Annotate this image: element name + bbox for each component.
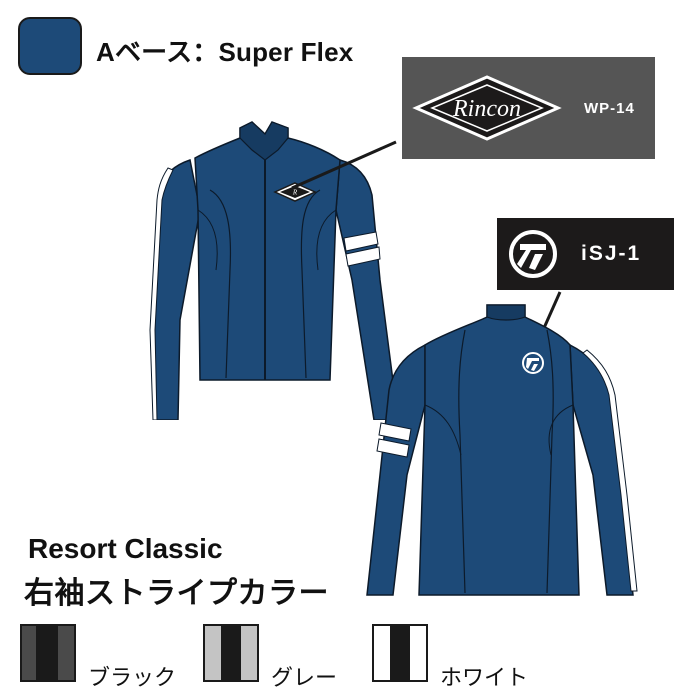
- rincon-logo-label: Rincon WP-14: [402, 57, 655, 159]
- rincon-logo-text: Rincon: [452, 96, 521, 122]
- rincon-pointer-line: [291, 140, 397, 190]
- rincon-logo-icon: Rincon: [412, 75, 562, 141]
- back-jacket-illustration: [366, 304, 638, 596]
- stripe-option-label: ホワイト: [440, 665, 529, 690]
- stripe-swatch-white: [372, 624, 428, 682]
- stripe-option-label: グレー: [271, 665, 338, 690]
- stripe-swatch-gray: [203, 624, 259, 682]
- base-label: Aベース：Super Flex: [96, 37, 354, 67]
- stripe-swatch-black: [20, 624, 76, 682]
- stripe-color-heading: 右袖ストライプカラー: [24, 577, 329, 610]
- svg-text:R: R: [292, 189, 298, 197]
- isj-code: iSJ-1: [581, 242, 642, 265]
- stripe-option-label: ブラック: [88, 665, 177, 690]
- model-title: Resort Classic: [28, 533, 223, 564]
- rincon-code: WP-14: [584, 99, 635, 117]
- stripe-color-options: ブラック グレー ホワイト: [20, 624, 700, 694]
- base-color-swatch: [18, 17, 82, 75]
- isj-logo-label: iSJ-1: [497, 218, 674, 290]
- front-jacket-illustration: R: [149, 121, 399, 420]
- isj-logo-icon: [509, 230, 557, 278]
